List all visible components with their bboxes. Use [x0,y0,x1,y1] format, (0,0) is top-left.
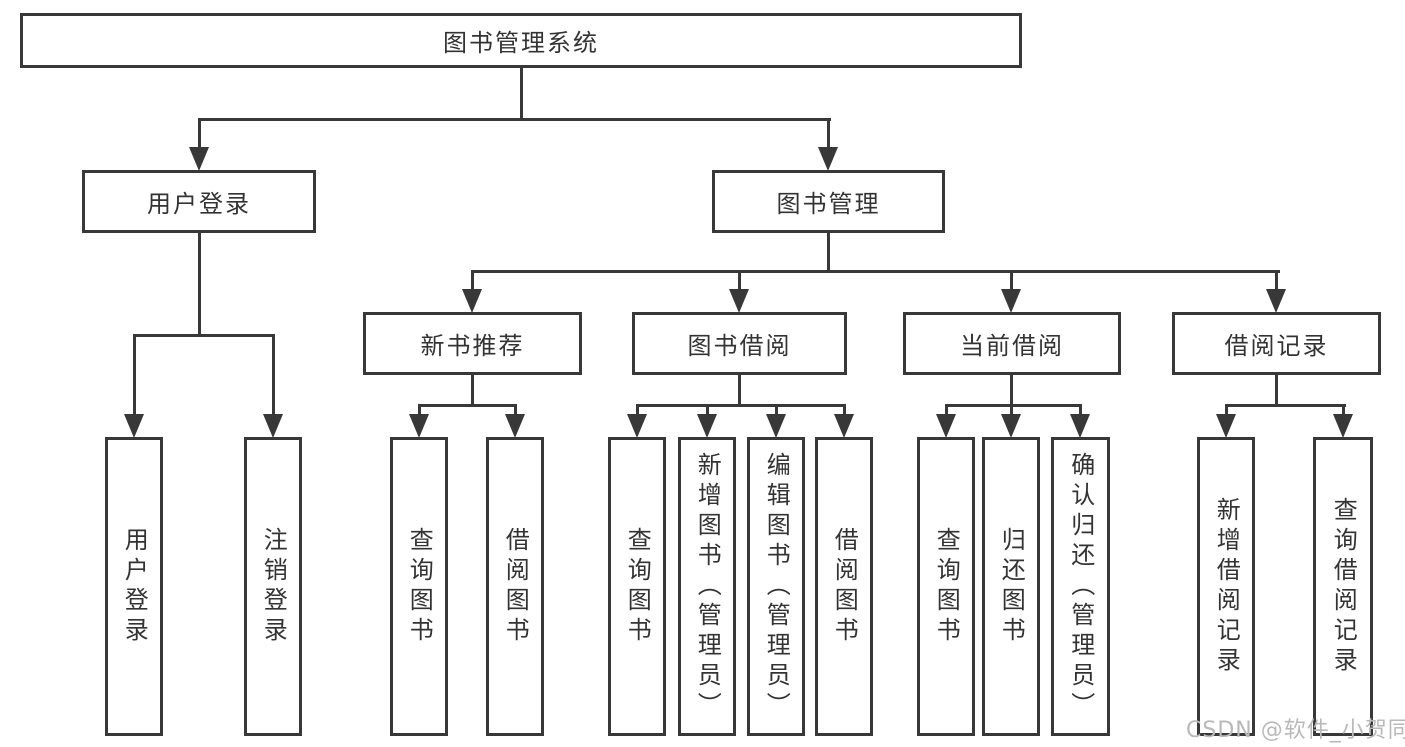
leaf-user-login: 用户登录 [105,437,163,736]
node-label: 查询借阅记录 [1329,496,1358,677]
leaf-borrow-borrow-book: 借阅图书 [815,437,873,736]
leaf-newrec-query-book: 查询图书 [390,437,448,736]
connector-line [133,334,136,417]
connector-line [1010,270,1013,291]
arrow-down-icon [729,289,749,313]
connector-line [198,118,831,121]
node-label: 查询图书 [932,526,961,647]
node-label: 归还图书 [997,526,1026,647]
node-label: 图书管理 [776,190,881,218]
node-borrow-records: 借阅记录 [1172,312,1381,375]
leaf-current-query-book: 查询图书 [917,437,975,736]
connector-line [1275,373,1278,407]
leaf-records-add-record: 新增借阅记录 [1197,437,1255,736]
node-label: 图书管理系统 [443,29,599,57]
connector-line [1079,404,1082,417]
connector-line [272,334,275,417]
node-label: 借阅记录 [1224,332,1329,360]
arrow-down-icon [1070,414,1090,438]
leaf-logout: 注销登录 [244,437,302,736]
node-current-borrow: 当前借阅 [903,312,1121,375]
node-label: 图书借阅 [687,332,792,360]
connector-line [738,373,741,407]
arrow-down-icon [697,414,717,438]
connector-line [418,404,517,407]
leaf-borrow-add-book-admin: 新增图书（管理员） [678,437,736,736]
arrow-down-icon [1266,289,1286,313]
node-label: 新增借阅记录 [1212,496,1241,677]
connector-line [514,404,517,417]
connector-line [843,404,846,417]
arrow-down-icon [189,147,209,171]
leaf-current-confirm-return-admin: 确认归还（管理员） [1051,437,1110,736]
arrow-down-icon [766,414,786,438]
connector-line [418,404,421,417]
leaf-current-return-book: 归还图书 [982,437,1040,736]
node-label: 用户登录 [120,526,149,647]
node-label: 确认归还（管理员） [1066,451,1095,722]
connector-line [827,231,830,272]
node-label: 新增图书（管理员） [693,451,722,722]
arrow-down-icon [462,289,482,313]
node-label: 查询图书 [623,526,652,647]
arrow-down-icon [936,414,956,438]
leaf-newrec-borrow-book: 借阅图书 [486,437,544,736]
node-label: 借阅图书 [830,526,859,647]
node-new-book-recommend: 新书推荐 [363,312,582,375]
watermark: CSDN @软件_小贺同学 [1186,718,1405,743]
connector-line [1225,404,1346,407]
leaf-borrow-query-book: 查询图书 [608,437,666,736]
connector-line [1010,404,1013,417]
node-book-management: 图书管理 [712,170,945,233]
arrow-down-icon [627,414,647,438]
connector-line [1010,373,1013,407]
node-user-login: 用户登录 [82,170,316,233]
connector-line [133,334,275,337]
leaf-borrow-edit-book-admin: 编辑图书（管理员） [747,437,805,736]
node-book-borrow: 图书借阅 [632,312,847,375]
arrow-down-icon [834,414,854,438]
connector-line [945,404,948,417]
connector-line [1342,404,1345,417]
node-label: 当前借阅 [960,332,1064,360]
arrow-down-icon [263,414,283,438]
connector-line [1275,270,1278,291]
connector-line [945,404,1082,407]
connector-line [520,67,523,120]
connector-line [636,404,846,407]
arrow-down-icon [1216,414,1236,438]
node-label: 新书推荐 [420,332,525,360]
connector-line [471,373,474,407]
arrow-down-icon [409,414,429,438]
arrow-down-icon [1001,414,1021,438]
node-label: 编辑图书（管理员） [762,451,791,722]
arrow-down-icon [505,414,525,438]
connector-line [775,404,778,417]
arrow-down-icon [1001,289,1021,313]
connector-line [738,270,741,291]
connector-line [706,404,709,417]
connector-line [471,270,1280,273]
connector-line [471,270,474,291]
connector-line [198,231,201,336]
node-label: 查询图书 [405,526,434,647]
arrow-down-icon [124,414,144,438]
arrow-down-icon [818,147,838,171]
connector-line [827,118,830,151]
node-label: 用户登录 [147,190,251,218]
leaf-records-query-record: 查询借阅记录 [1313,437,1373,736]
connector-line [636,404,639,417]
node-label: 借阅图书 [501,526,530,647]
connector-line [198,118,201,151]
node-label: 注销登录 [259,526,288,647]
connector-line [1225,404,1228,417]
node-root: 图书管理系统 [20,13,1022,68]
arrow-down-icon [1333,414,1353,438]
